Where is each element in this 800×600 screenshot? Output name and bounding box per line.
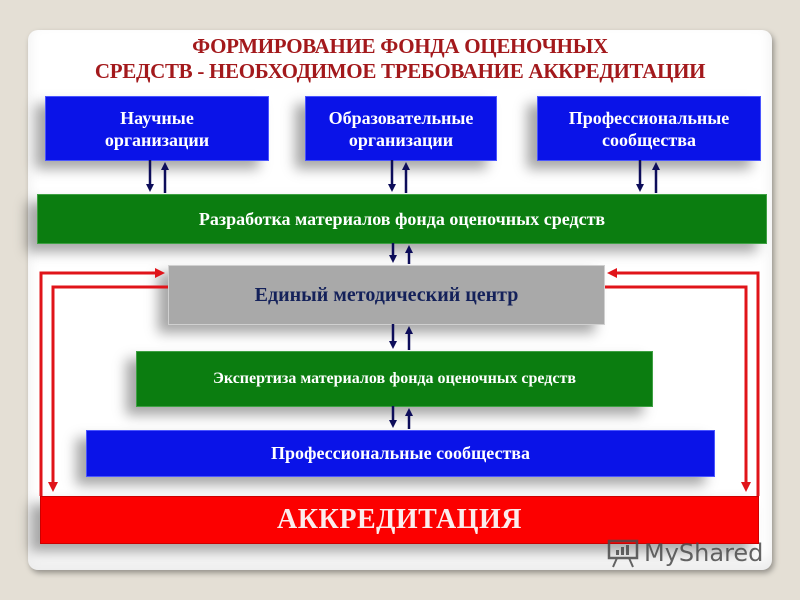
box-label-line2: сообщества xyxy=(602,129,696,150)
development-materials-bar: Разработка материалов фонда оценочных ср… xyxy=(37,194,767,244)
professional-communities-bar: Профессиональные сообщества xyxy=(86,430,715,477)
title-line-1: ФОРМИРОВАНИЕ ФОНДА ОЦЕНОЧНЫХ xyxy=(192,34,608,58)
presentation-board-icon xyxy=(607,539,639,568)
red-feedback-lines xyxy=(39,268,760,496)
box-label-line1: Образовательные xyxy=(328,107,474,128)
methodological-center-box: Единый методический центр xyxy=(168,265,605,325)
educational-organizations-box: Образовательные организации xyxy=(305,96,497,161)
professional-communities-top-box: Профессиональные сообщества xyxy=(537,96,761,161)
box-label-line1: Научные xyxy=(120,107,194,128)
method-center-label: Единый методический центр xyxy=(254,283,519,306)
box-label-line2: организации xyxy=(104,129,210,150)
expertise-materials-bar: Экспертиза материалов фонда оценочных ср… xyxy=(136,351,653,407)
navy-double-arrows xyxy=(146,160,660,429)
watermark-text: MyShared xyxy=(644,539,764,567)
development-label: Разработка материалов фонда оценочных ср… xyxy=(198,208,606,229)
accreditation-label: АККРЕДИТАЦИЯ xyxy=(277,504,522,535)
accreditation-bar: АККРЕДИТАЦИЯ xyxy=(40,496,759,544)
expertise-label: Экспертиза материалов фонда оценочных ср… xyxy=(213,370,576,387)
watermark: MyShared xyxy=(606,538,763,568)
scientific-organizations-box: Научные организации xyxy=(45,96,269,161)
box-label-line2: организации xyxy=(348,129,454,150)
box-label-line1: Профессиональные xyxy=(568,107,730,128)
prof-communities-label: Профессиональные сообщества xyxy=(270,443,531,463)
title-line-2: СРЕДСТВ - НЕОБХОДИМОЕ ТРЕБОВАНИЕ АККРЕДИ… xyxy=(94,59,706,83)
